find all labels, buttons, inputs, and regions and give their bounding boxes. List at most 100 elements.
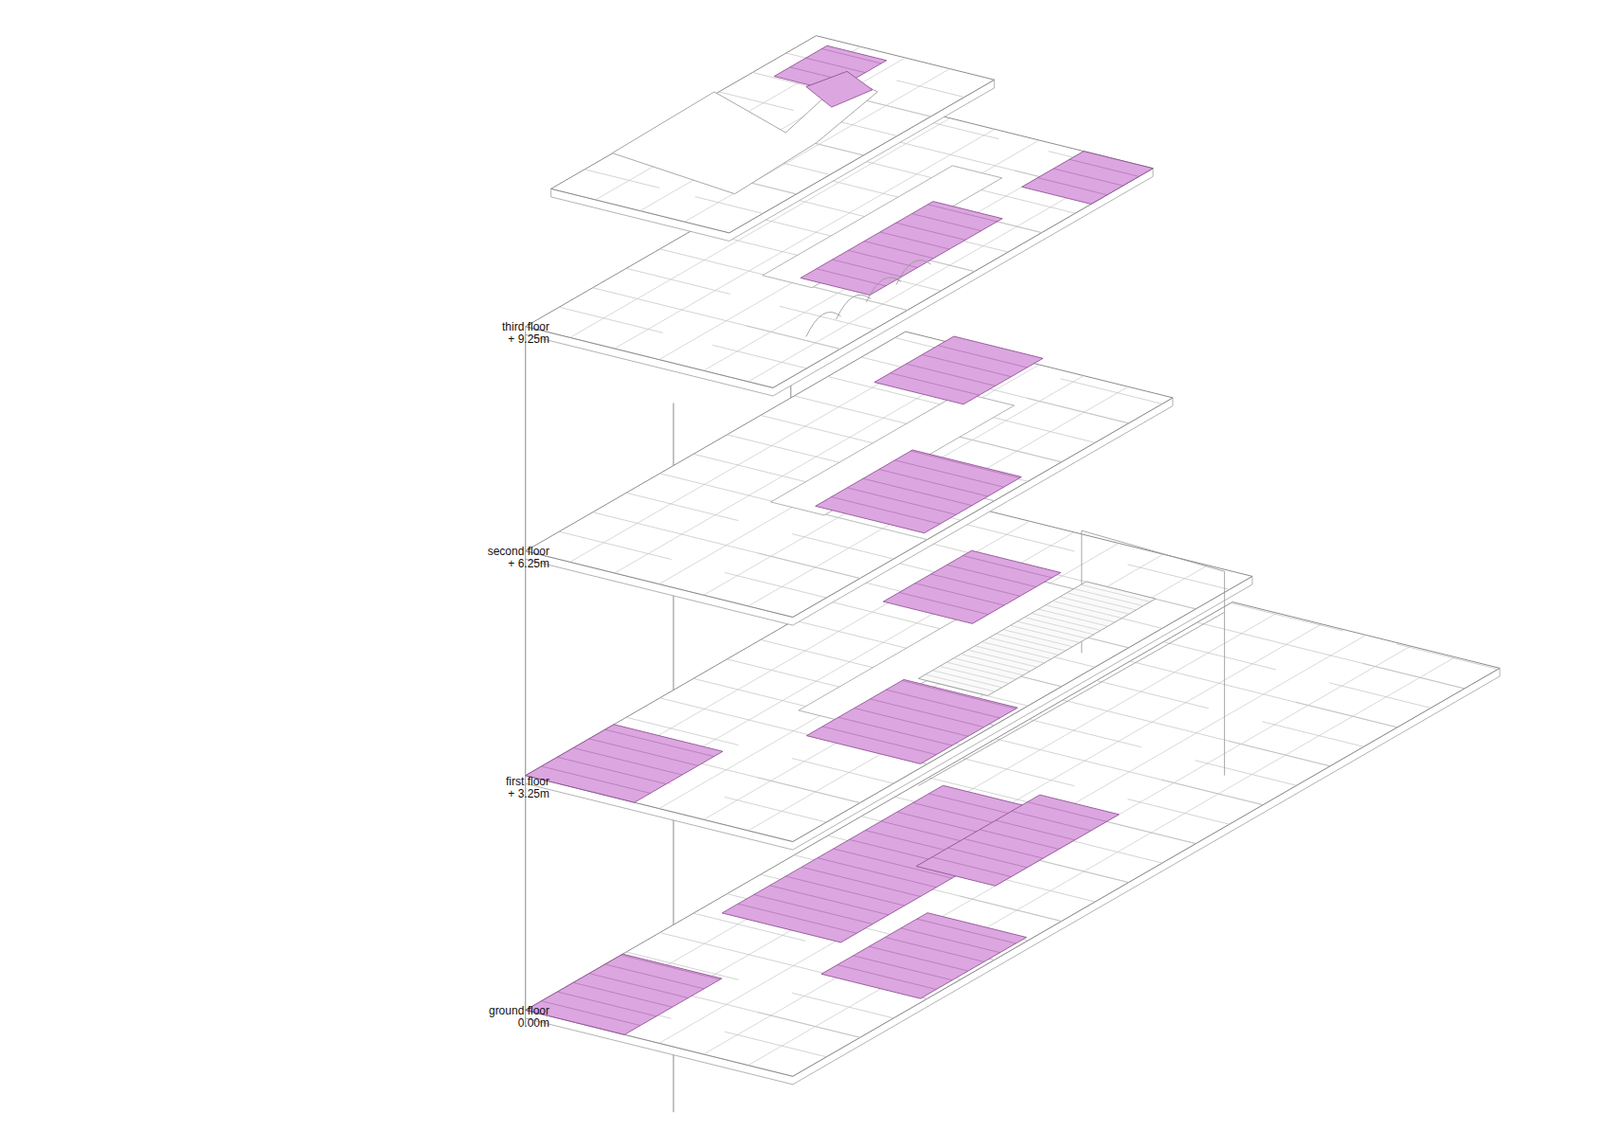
wall-line [993, 877, 1096, 903]
intervention-wall [880, 232, 950, 250]
wall-line [558, 306, 664, 333]
intervention-wall [854, 708, 969, 738]
wall-line [712, 344, 807, 369]
wall-line [1230, 603, 1343, 631]
intervention-wall [884, 937, 984, 963]
wall-line [1228, 740, 1331, 767]
level-label: first floor + 3.25m [502, 775, 550, 801]
level-label: ground floor 0.00m [483, 1005, 550, 1030]
alignment-line [524, 331, 526, 1025]
wall-line [1026, 397, 1129, 424]
highlighted-intervention [525, 953, 722, 1035]
intervention-wall [910, 450, 1020, 478]
intervention-wall [870, 699, 985, 728]
level-label: second floor + 6.25m [483, 545, 550, 571]
intervention-wall [816, 269, 886, 287]
vault-roof [836, 294, 872, 320]
intervention-wall [573, 748, 683, 775]
wall-line [896, 80, 964, 98]
intervention-wall [890, 373, 980, 396]
intervention-wall [932, 857, 1012, 878]
wall-line [862, 99, 931, 117]
wall-line [1194, 760, 1296, 787]
intervention-wall [979, 829, 1060, 850]
intervention-wall [589, 973, 688, 999]
floor-plate [551, 35, 995, 234]
intervention-wall [737, 903, 857, 934]
intervention-wall [995, 820, 1076, 841]
wing-outline [1223, 571, 1225, 775]
highlighted-intervention [916, 794, 1119, 886]
intervention-wall [557, 756, 666, 784]
highlighted-intervention [1022, 151, 1153, 205]
intervention-wall [605, 964, 704, 989]
intervention-wall [937, 345, 1027, 368]
intervention-wall [837, 965, 936, 990]
intervention-wall [801, 866, 920, 897]
intervention-wall [846, 487, 956, 515]
intervention-wall [915, 583, 1005, 606]
highlighted-intervention [874, 336, 1043, 405]
intervention-wall [1011, 810, 1092, 831]
wall-line [779, 305, 874, 330]
intervention-wall [806, 57, 866, 73]
wall-line [1161, 779, 1263, 806]
floor-plate [525, 331, 1173, 617]
wing-outline [1081, 530, 1225, 572]
vault-roof [806, 312, 842, 338]
wall-line [1094, 818, 1196, 845]
wall-line [1363, 663, 1465, 689]
intervention-wall [817, 858, 936, 888]
wall-line [695, 197, 763, 215]
wall-line [584, 169, 660, 189]
highlighted-intervention [800, 201, 1003, 296]
wall-line [626, 268, 731, 294]
wall-line [993, 417, 1096, 444]
shed-roof [917, 581, 1155, 696]
wall-line [1026, 857, 1129, 883]
intervention-wall [1053, 168, 1123, 186]
wall-line [724, 572, 827, 598]
intervention-wall [900, 928, 1000, 953]
intervention-wall [589, 738, 699, 766]
wall-line [758, 1012, 861, 1039]
wall-line [791, 534, 894, 560]
intervention-wall [853, 955, 953, 981]
intervention-wall [947, 564, 1037, 587]
wall-line [1128, 799, 1230, 826]
wall-line [791, 992, 894, 1019]
intervention-wall [1037, 178, 1107, 196]
wall-line [758, 777, 861, 804]
intervention-wall [832, 259, 902, 277]
intervention-wall [573, 982, 672, 1007]
roof-stripe [1080, 584, 1151, 602]
vault-roof [865, 277, 901, 303]
intervention-wall [916, 918, 1016, 944]
intervention-wall [962, 556, 1052, 578]
intervention-wall [927, 204, 997, 222]
wall-line [1329, 683, 1431, 709]
intervention-wall [896, 222, 966, 240]
intervention-wall [621, 954, 720, 980]
intervention-wall [838, 717, 953, 746]
wall-line [1295, 701, 1398, 728]
intervention-wall [895, 460, 1005, 487]
intervention-wall [863, 241, 934, 259]
intervention-wall [1069, 159, 1139, 177]
wall-line [1060, 378, 1163, 405]
intervention-wall [785, 876, 904, 906]
wall-line [724, 1031, 827, 1058]
intervention-wall [879, 469, 989, 497]
intervention-wall [822, 726, 936, 756]
intervention-wall [831, 497, 941, 524]
highlighted-intervention [525, 724, 723, 803]
highlighted-intervention [815, 449, 1022, 534]
intervention-wall [948, 847, 1028, 868]
intervention-wall [868, 946, 968, 971]
wall-line [959, 436, 1061, 463]
intervention-wall [912, 214, 982, 232]
intervention-wall [898, 592, 989, 614]
wall-line [1261, 721, 1364, 748]
intervention-wall [963, 838, 1043, 859]
